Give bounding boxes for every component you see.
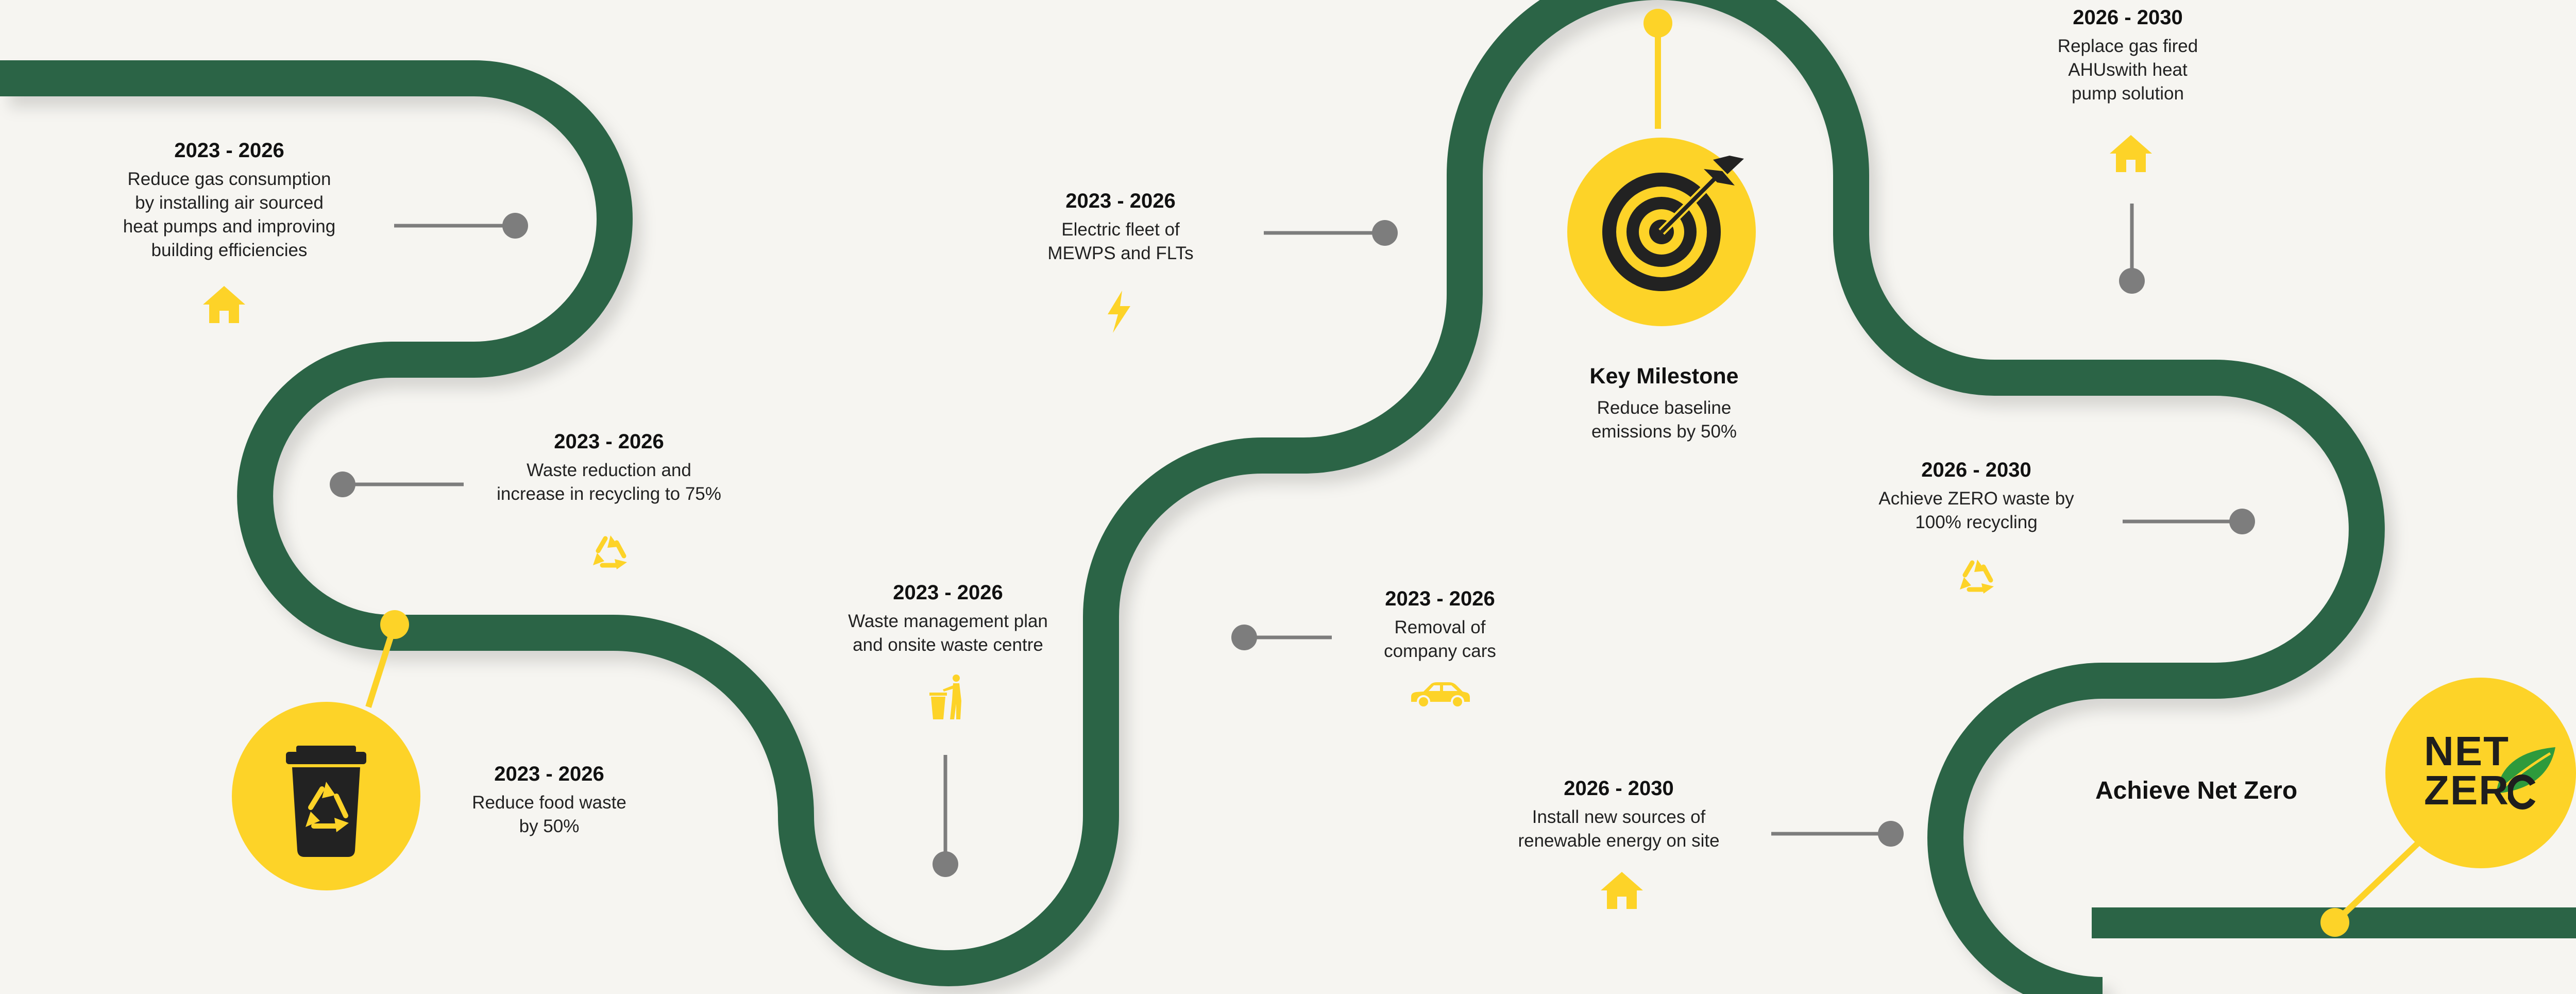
milestone-description-line: by 50%: [519, 816, 580, 836]
key-milestone-heading: Key Milestone: [1589, 364, 1739, 389]
milestone-description-line: AHUswith heat: [2068, 60, 2188, 80]
milestone-description-line: heat pumps and improving: [123, 216, 336, 237]
milestone-2: 2023 - 2026 Waste reduction and increase…: [497, 430, 721, 506]
milestone-7: 2026 - 2030 Replace gas fired AHUswith h…: [2058, 6, 2198, 106]
milestone-description-line: Waste reduction and: [527, 460, 691, 480]
key-milestone-description-line: Reduce baseline: [1597, 398, 1732, 418]
recycle-icon: [593, 535, 627, 569]
lightning-icon: [1108, 291, 1130, 333]
connector-7: [2119, 204, 2145, 294]
milestone-period: 2023 - 2026: [494, 763, 604, 785]
milestone-4: 2023 - 2026 Waste management plan and on…: [848, 581, 1048, 657]
milestone-period: 2026 - 2030: [1921, 459, 2031, 481]
milestone-description-line: increase in recycling to 75%: [497, 484, 721, 504]
milestone-5: 2023 - 2026 Electric fleet of MEWPS and …: [1047, 190, 1193, 265]
milestone-description-line: by installing air sourced: [135, 193, 324, 213]
milestone-description-line: Install new sources of: [1532, 807, 1706, 827]
road-path: [0, 0, 2385, 994]
milestone-period: 2023 - 2026: [893, 581, 1003, 604]
milestone-period: 2026 - 2030: [2073, 6, 2183, 29]
car-icon: [1411, 682, 1470, 708]
milestone-period: 2026 - 2030: [1564, 777, 1674, 800]
recycling-bin-icon: [286, 746, 366, 857]
milestone-8: 2026 - 2030 Achieve ZERO waste by 100% r…: [1878, 459, 2074, 534]
milestone-description-line: Reduce food waste: [472, 793, 626, 813]
house-icon: [1601, 872, 1643, 909]
milestone-description-line: Removal of: [1394, 617, 1486, 637]
connector-4: [933, 755, 958, 877]
key-milestone-description-line: emissions by 50%: [1591, 422, 1737, 442]
net-zero-logo: NET ZER: [2424, 728, 2527, 813]
connector-2: [330, 471, 464, 497]
litter-bin-icon: [929, 675, 961, 719]
milestone-6: 2023 - 2026 Removal of company cars: [1384, 587, 1496, 663]
key-milestone: Key Milestone Reduce baseline emissions …: [1589, 364, 1738, 444]
milestone-description-line: renewable energy on site: [1518, 831, 1720, 851]
connector-5: [1264, 220, 1398, 246]
milestone-description-line: Reduce gas consumption: [127, 169, 331, 189]
milestone-3: 2023 - 2026 Reduce food waste by 50%: [472, 763, 626, 838]
connector-1: [394, 213, 528, 239]
milestone-description-line: 100% recycling: [1915, 512, 2038, 532]
milestone-description-line: Electric fleet of: [1061, 220, 1180, 240]
target-icon: [1602, 156, 1744, 291]
milestone-period: 2023 - 2026: [1385, 587, 1495, 610]
milestone-description-line: Achieve ZERO waste by: [1878, 488, 2074, 509]
milestone-period: 2023 - 2026: [554, 430, 664, 453]
house-icon: [203, 286, 245, 323]
milestone-description-line: and onsite waste centre: [853, 635, 1043, 655]
connector-6: [1231, 625, 1332, 650]
connector-8: [2123, 509, 2255, 534]
milestone-period: 2023 - 2026: [174, 139, 284, 162]
milestone-description-line: building efficiencies: [151, 240, 308, 260]
connector-9: [1771, 821, 1904, 847]
milestone-period: 2023 - 2026: [1065, 190, 1176, 212]
milestone-9: 2026 - 2030 Install new sources of renew…: [1518, 777, 1719, 853]
net-zero-title: Achieve Net Zero: [2095, 777, 2298, 804]
milestone-description-line: Replace gas fired: [2057, 36, 2198, 56]
house-icon: [2110, 135, 2152, 172]
net-zero-logo-line1: NET: [2424, 728, 2510, 774]
net-zero-pin: [2320, 678, 2576, 937]
milestone-description-line: pump solution: [2072, 83, 2184, 104]
milestone-1: 2023 - 2026 Reduce gas consumption by in…: [123, 139, 335, 262]
milestone-description-line: MEWPS and FLTs: [1047, 243, 1194, 263]
net-zero-logo-line2: ZER: [2424, 767, 2510, 813]
milestone-description-line: Waste management plan: [848, 611, 1048, 631]
recycle-icon: [1960, 560, 1994, 594]
logo-o-icon: [2508, 774, 2536, 810]
milestone-description-line: company cars: [1384, 641, 1496, 661]
